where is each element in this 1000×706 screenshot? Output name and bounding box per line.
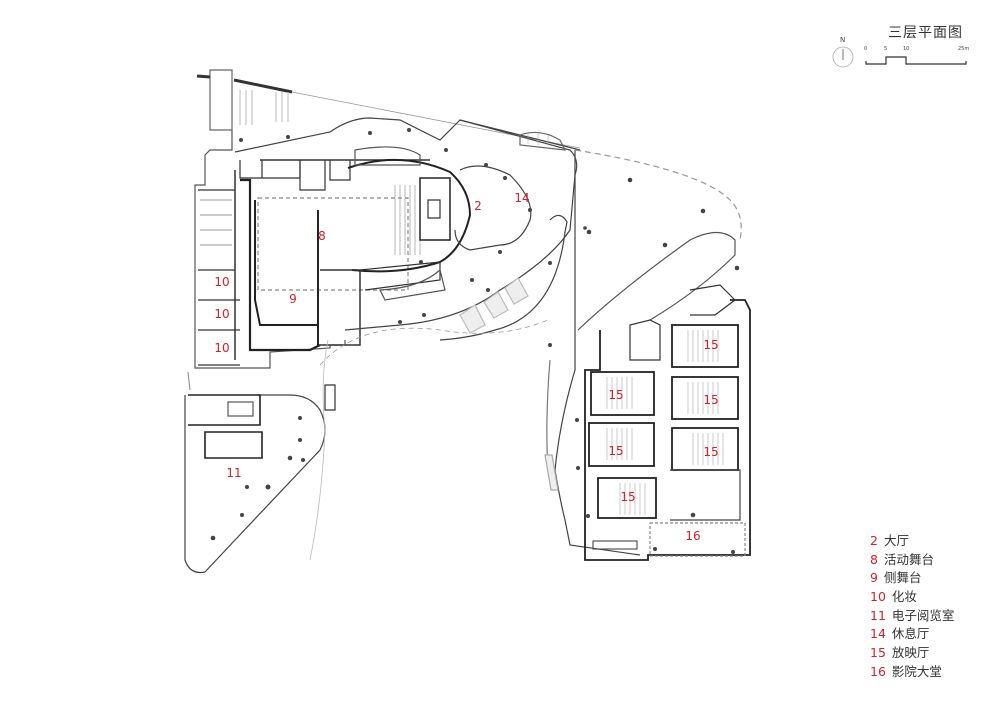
room-label: 16 <box>685 529 701 543</box>
room-label: 15 <box>608 388 624 402</box>
room-label: 15 <box>703 445 719 459</box>
room-label: 15 <box>703 393 719 407</box>
room-label: 8 <box>318 229 326 243</box>
scale-tick: 5 <box>884 46 888 52</box>
room-label: 2 <box>474 199 482 213</box>
room-label: 10 <box>214 341 230 355</box>
room-label: 9 <box>289 292 297 306</box>
room-label: 10 <box>214 307 230 321</box>
north-label: N <box>840 36 846 44</box>
scale-tick: 25m <box>958 46 970 52</box>
scale-tick: 10 <box>903 46 910 52</box>
room-label: 15 <box>620 490 636 504</box>
room-label: 11 <box>226 466 242 480</box>
room-label: 10 <box>214 275 230 289</box>
room-label: 14 <box>514 191 530 205</box>
room-label: 15 <box>703 338 719 352</box>
scale-tick: 0 <box>864 46 868 52</box>
room-label: 15 <box>608 444 624 458</box>
page-title: 三层平面图 <box>888 25 963 41</box>
